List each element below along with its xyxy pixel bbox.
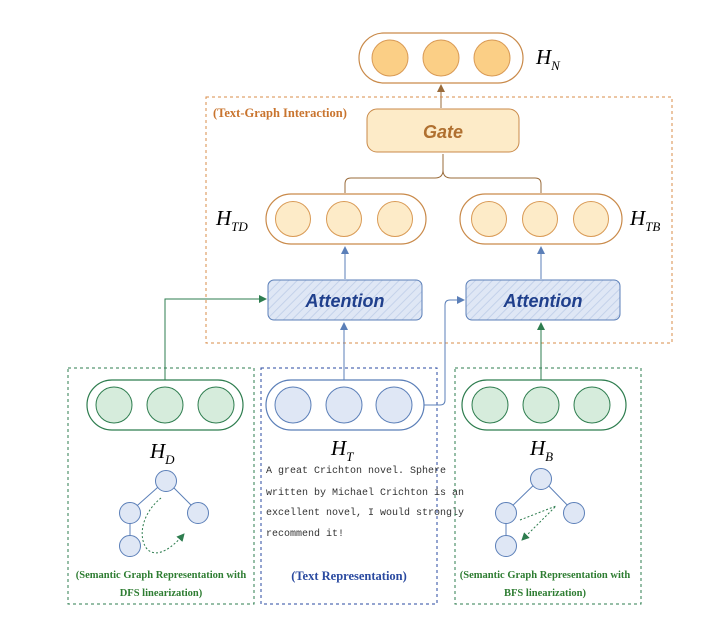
text-line-3: excellent novel, I would strongly [266,507,464,519]
text-line-2: written by Michael Crichton is an [266,487,464,499]
bfs-panel [454,367,642,605]
hd-label: HD [149,439,175,467]
attention-left-box [267,279,423,321]
dfs-panel [67,367,255,605]
attention-right-label: Attention [503,291,583,311]
representation-htd [265,193,427,245]
representation-ht [265,379,425,431]
text-graph-interaction-box [205,96,673,344]
representation-htb [459,193,623,245]
output-representation-hn [358,32,524,84]
gate-label: Gate [423,122,463,142]
text-line-4: recommend it! [266,528,344,540]
output-label-hn: HN [535,45,561,73]
htb-label: HTB [629,206,660,234]
interaction-box-label: (Text-Graph Interaction) [213,106,347,120]
dfs-graph-icon [119,470,209,557]
bfs-caption-line1: (Semantic Graph Representation with [460,570,631,581]
ht-label: HT [330,436,354,464]
attention-left-label: Attention [305,291,385,311]
representation-hd [86,379,244,431]
bfs-caption-line2: BFS linearization) [504,588,586,599]
attention-right-box [465,279,621,321]
bfs-graph-icon [495,468,585,557]
text-line-1: A great Crichton novel. Sphere [266,465,446,477]
dfs-caption-line2: DFS linearization) [120,588,203,599]
merge-brace [344,154,542,193]
htd-label: HTD [215,206,248,234]
hb-label: HB [529,436,553,464]
text-caption: (Text Representation) [291,569,407,583]
gate-box [366,108,520,153]
ht-to-attention-right-arrow [424,296,465,406]
dfs-caption-line1: (Semantic Graph Representation with [76,570,247,581]
representation-hb [461,379,627,431]
hd-to-attention-left-arrow [164,295,267,380]
text-panel [260,367,438,605]
